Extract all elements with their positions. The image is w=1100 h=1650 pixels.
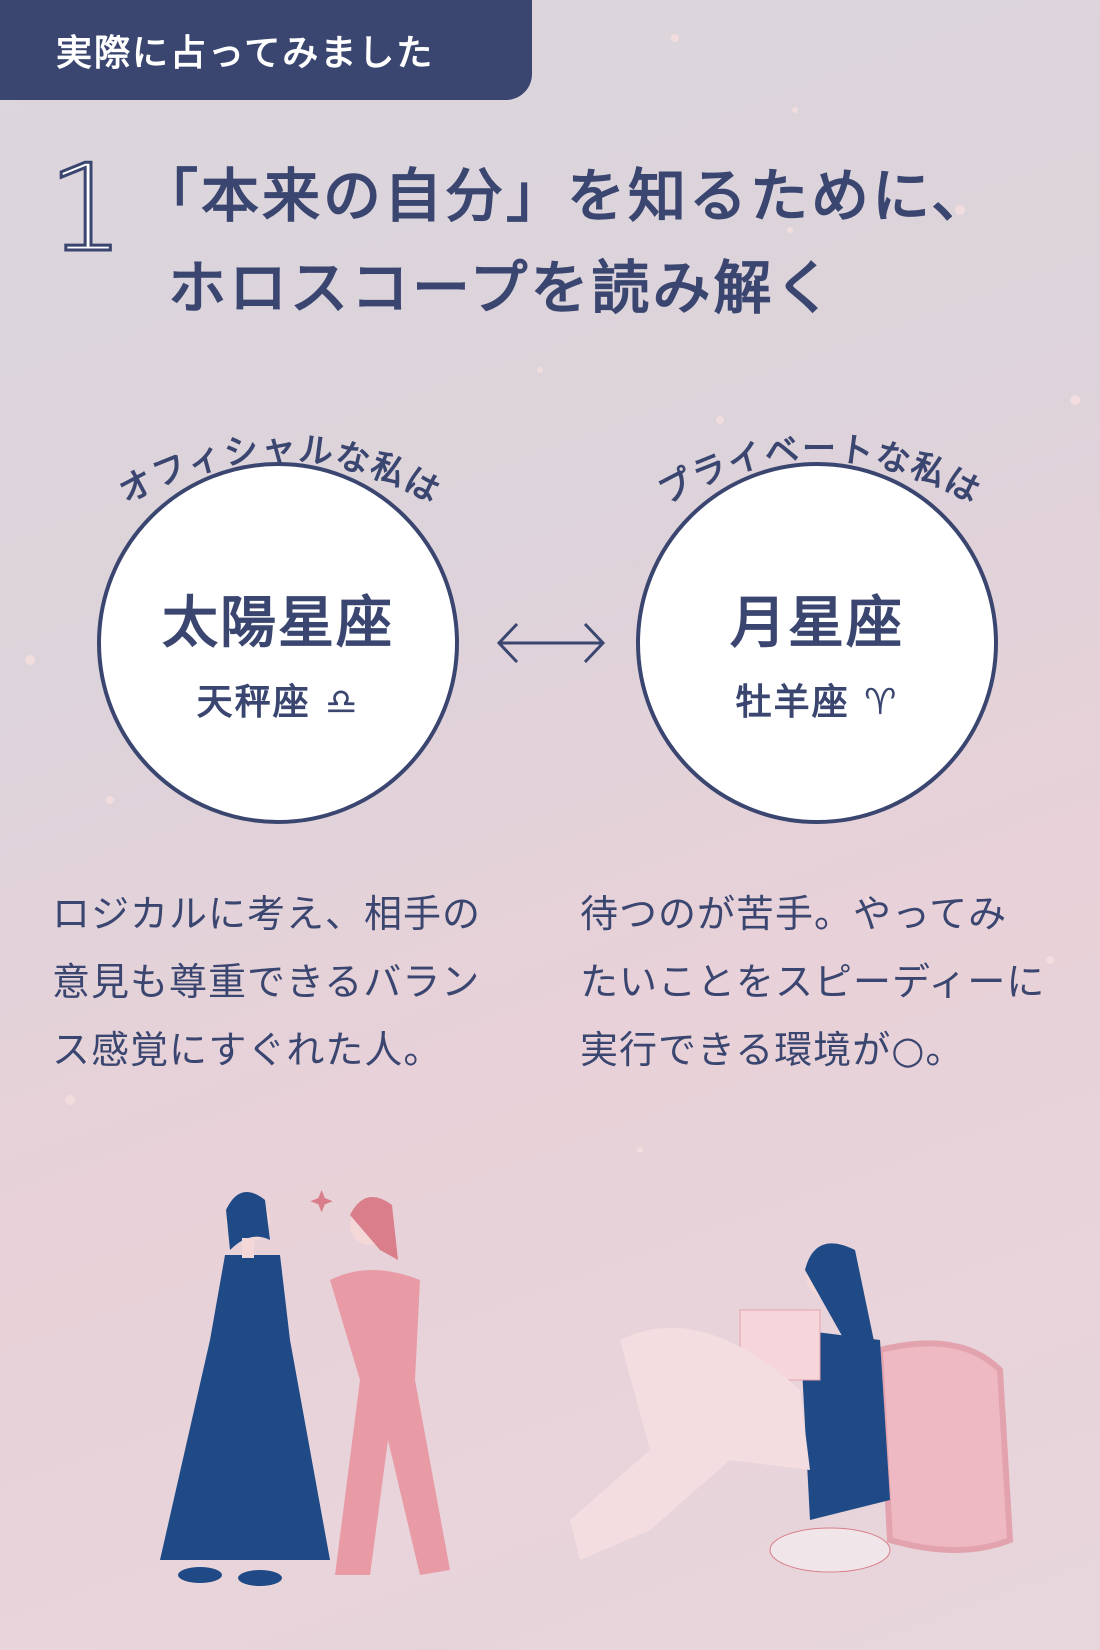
moon-sign-value: 牡羊座 ♈︎ [735, 682, 899, 723]
desc-line: 実行できる環境が○。 [580, 1028, 965, 1072]
desc-line: 待つのが苦手。やってみ [580, 892, 1008, 936]
section-tab: 実際に占ってみました [0, 0, 532, 100]
desc-line: ス感覚にすぐれた人。 [52, 1028, 443, 1072]
sun-sign-description: ロジカルに考え、相手の 意見も尊重できるバラン ス感覚にすぐれた人。 [52, 880, 532, 1084]
tab-label: 実際に占ってみました [56, 33, 435, 74]
woman-reading-illustration [570, 1243, 1014, 1573]
double-arrow-icon [496, 622, 606, 664]
moon-sign-description: 待つのが苦手。やってみ たいことをスピーディーに 実行できる環境が○。 [580, 880, 1080, 1084]
section-number: 1 [46, 140, 125, 279]
two-women-illustration [160, 1190, 450, 1586]
sun-sign-circle: 太陽星座 天秤座 ♎︎ [97, 462, 459, 824]
moon-sign-circle: 月星座 牡羊座 ♈︎ [636, 462, 998, 824]
title-line-1: 「本来の自分」を知るために、 [140, 162, 993, 230]
moon-sign-heading: 月星座 [730, 591, 904, 656]
page-title: 「本来の自分」を知るために、 ホロスコープを読み解く [140, 150, 992, 334]
desc-line: ロジカルに考え、相手の [52, 892, 482, 936]
desc-line: 意見も尊重できるバラン [52, 960, 481, 1004]
sun-sign-value: 天秤座 ♎︎ [196, 682, 360, 723]
desc-line: たいことをスピーディーに [580, 960, 1046, 1004]
sun-sign-heading: 太陽星座 [162, 591, 394, 656]
title-line-2: ホロスコープを読み解く [168, 254, 836, 322]
